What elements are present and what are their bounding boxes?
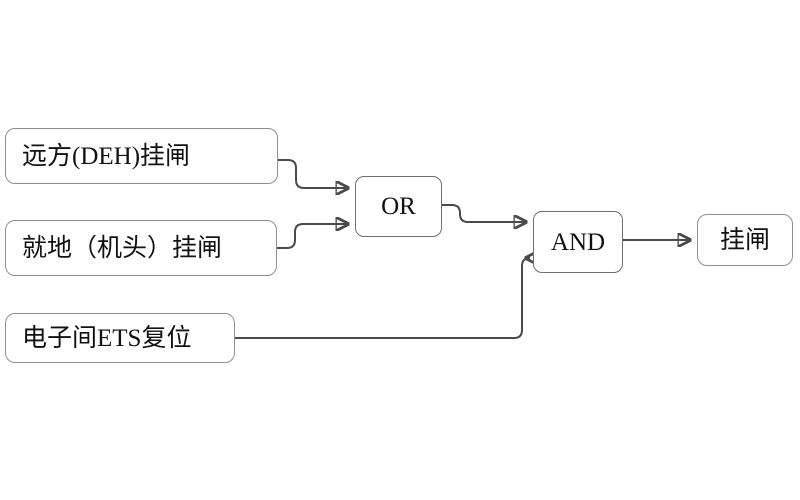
- gate-label-and: AND: [550, 228, 606, 256]
- wire-or-to-and: [442, 204, 526, 222]
- input-box-ets-reset[interactable]: 电子间ETS复位: [5, 313, 235, 363]
- gate-label-or: OR: [381, 193, 416, 220]
- output-box-result[interactable]: 挂闸: [697, 214, 793, 266]
- gate-or[interactable]: OR: [355, 176, 442, 237]
- input-label-local-head: 就地（机头）挂闸: [22, 234, 223, 262]
- input-label-remote-deh: 远方(DEH)挂闸: [22, 142, 191, 170]
- input-label-ets-reset: 电子间ETS复位: [22, 324, 192, 352]
- gate-and[interactable]: AND: [533, 211, 623, 273]
- wire-ets-to-and: [235, 258, 530, 339]
- wire-remote-deh-to-or: [278, 159, 348, 188]
- input-box-remote-deh[interactable]: 远方(DEH)挂闸: [5, 128, 278, 184]
- output-label-result: 挂闸: [719, 226, 770, 254]
- input-box-local-head[interactable]: 就地（机头）挂闸: [5, 220, 277, 276]
- wire-local-head-to-or: [277, 224, 348, 249]
